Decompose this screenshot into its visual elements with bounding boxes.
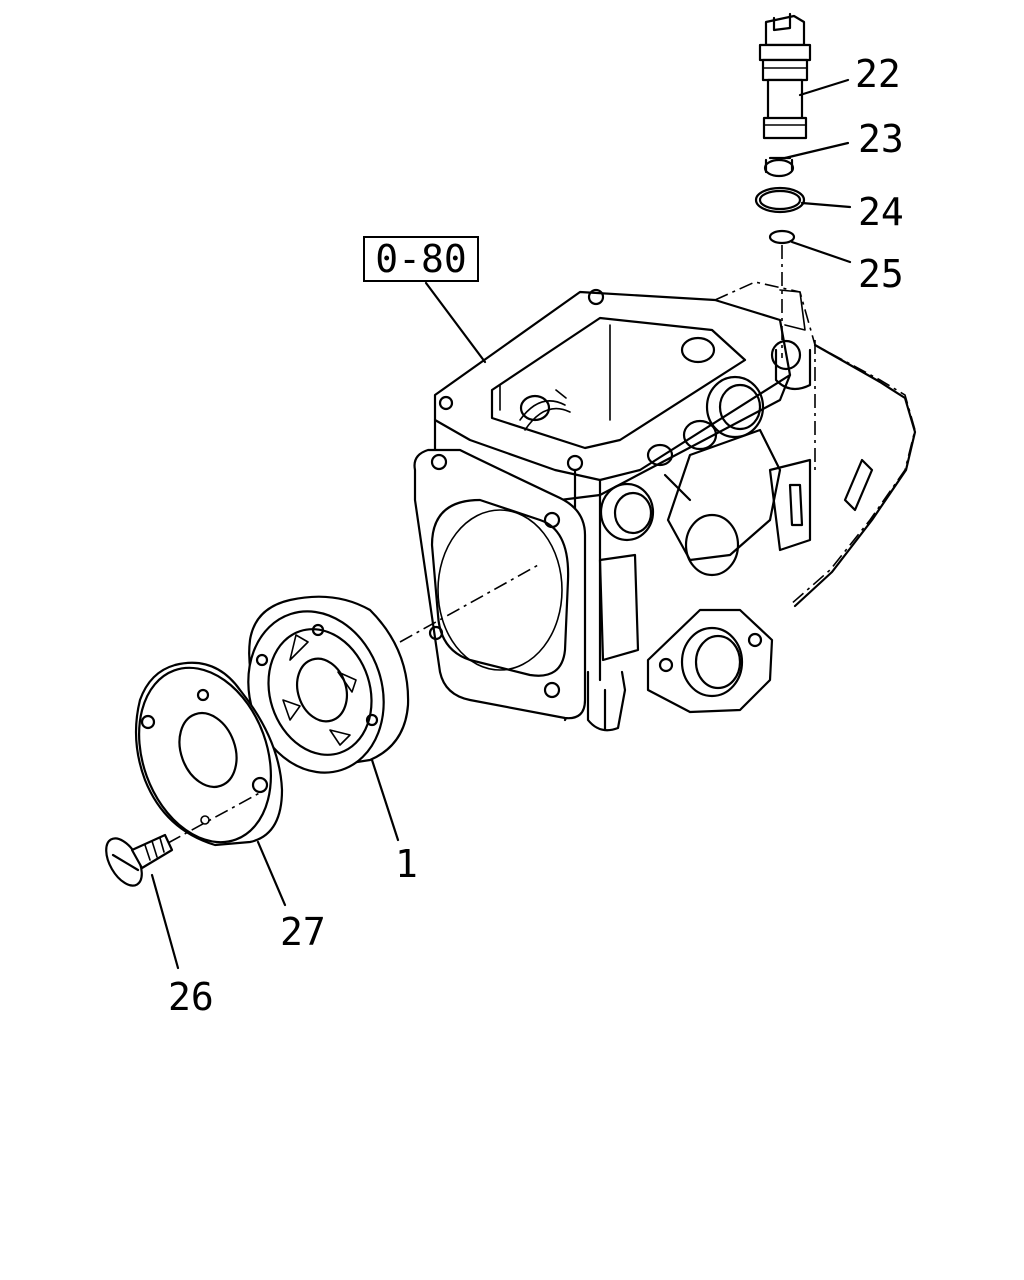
callout-1: 1 <box>395 842 418 886</box>
callouts: 22 23 24 25 1 27 26 <box>150 52 904 1019</box>
reference-box-0-80: 0-80 <box>363 236 487 364</box>
part-26-screw <box>105 833 174 887</box>
callout-26: 26 <box>168 975 214 1019</box>
part-23-clip <box>763 156 795 178</box>
part-27-plate <box>134 661 284 847</box>
part-24-o-ring <box>754 186 806 214</box>
pump-housing <box>413 245 917 732</box>
callout-27: 27 <box>280 910 326 954</box>
callout-22: 22 <box>855 52 901 96</box>
callout-24: 24 <box>858 190 904 234</box>
callout-23: 23 <box>858 117 904 161</box>
reference-box-label: 0-80 <box>375 237 467 281</box>
part-22-valve <box>758 12 812 140</box>
part-25-washer <box>768 229 796 245</box>
callout-25: 25 <box>858 252 904 296</box>
